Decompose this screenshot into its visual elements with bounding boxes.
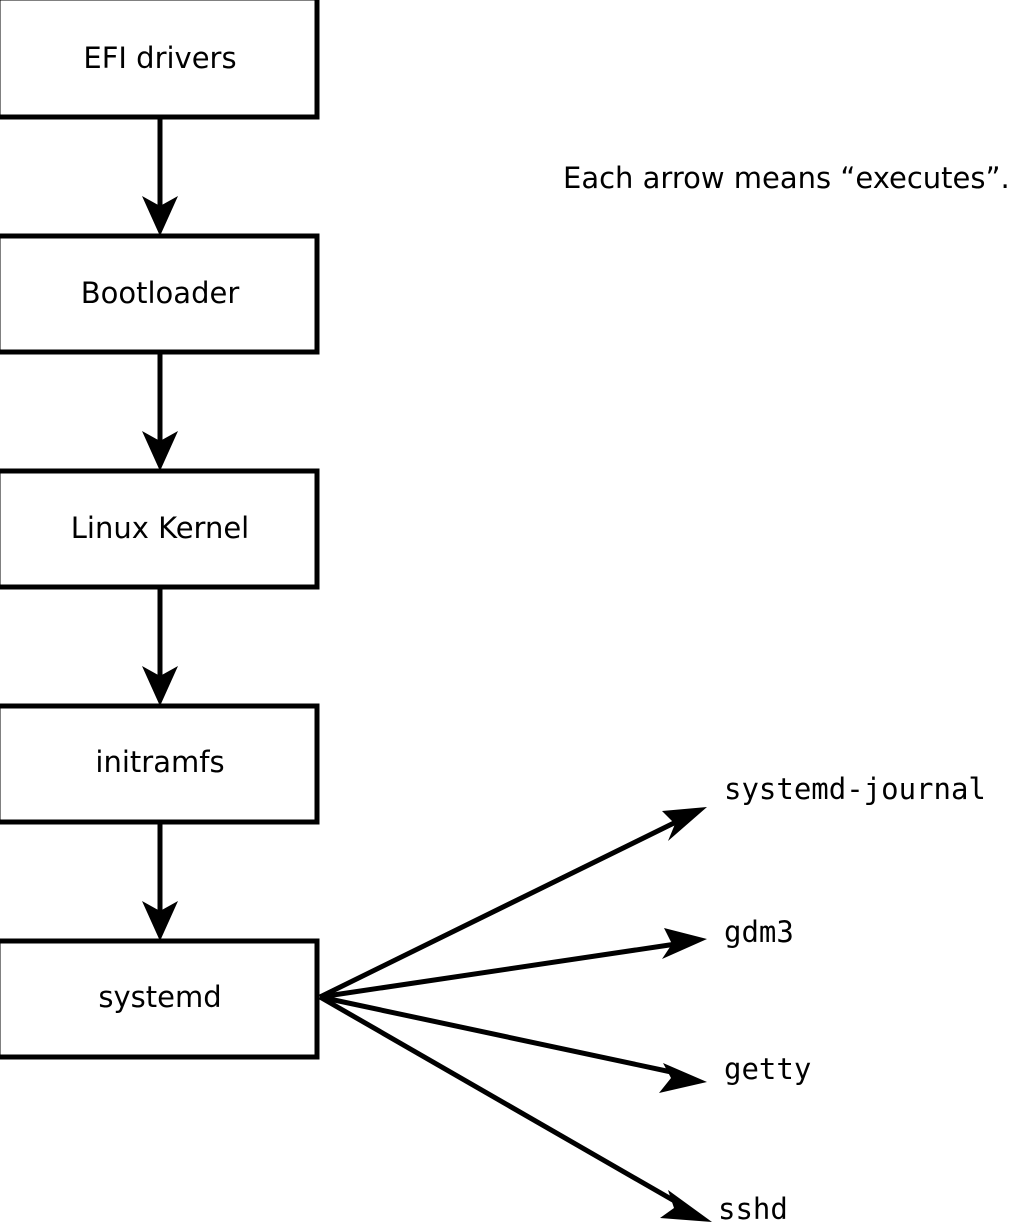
edge-linux-kernel-to-initramfs xyxy=(142,587,178,706)
edge-systemd-to-sshd xyxy=(318,994,712,1222)
node-label: systemd xyxy=(98,980,221,1014)
edge-systemd-to-getty xyxy=(319,994,707,1093)
service-label-systemd-journal[interactable]: systemd-journal xyxy=(724,772,986,806)
node-efi-drivers[interactable]: EFI drivers xyxy=(0,0,320,120)
arrowhead-down-icon xyxy=(142,196,178,236)
arrowhead-icon xyxy=(660,1190,712,1222)
edge-systemd-to-systemd-journal xyxy=(318,807,707,1000)
node-box[interactable] xyxy=(0,703,320,825)
edge-line xyxy=(319,941,677,1000)
edge-line xyxy=(319,994,677,1076)
node-initramfs[interactable]: initramfs xyxy=(0,703,320,825)
service-edges xyxy=(318,807,712,1222)
diagram-caption: Each arrow means “executes”. xyxy=(563,161,1010,195)
chain-nodes: EFI drivers Bootloader Linux Kernel init… xyxy=(0,0,320,1060)
chain-edges xyxy=(142,117,178,941)
node-label: Linux Kernel xyxy=(71,511,249,545)
node-box[interactable] xyxy=(0,0,320,120)
edge-systemd-to-gdm3 xyxy=(319,928,707,1000)
edge-bootloader-to-linux-kernel xyxy=(142,352,178,471)
arrowhead-down-icon xyxy=(142,901,178,941)
arrowhead-icon xyxy=(659,1063,707,1093)
node-box[interactable] xyxy=(0,233,320,355)
service-nodes: systemd-journal gdm3 getty sshd xyxy=(718,772,986,1226)
arrowhead-down-icon xyxy=(142,431,178,471)
node-systemd[interactable]: systemd xyxy=(0,938,320,1060)
service-label-gdm3[interactable]: gdm3 xyxy=(724,915,794,949)
node-linux-kernel[interactable]: Linux Kernel xyxy=(0,468,320,590)
node-box[interactable] xyxy=(0,468,320,590)
node-label: initramfs xyxy=(95,745,224,779)
arrowhead-down-icon xyxy=(142,666,178,706)
edge-initramfs-to-systemd xyxy=(142,822,178,941)
edge-line xyxy=(318,819,678,1000)
arrowhead-icon xyxy=(662,928,707,959)
node-box[interactable] xyxy=(0,938,320,1060)
edge-line xyxy=(318,994,680,1206)
node-bootloader[interactable]: Bootloader xyxy=(0,233,320,355)
edge-efi-drivers-to-bootloader xyxy=(142,117,178,236)
arrowhead-icon xyxy=(662,807,707,841)
service-label-getty[interactable]: getty xyxy=(724,1052,811,1086)
service-label-sshd[interactable]: sshd xyxy=(718,1192,788,1226)
node-label: Bootloader xyxy=(81,276,240,310)
node-label: EFI drivers xyxy=(83,41,236,75)
